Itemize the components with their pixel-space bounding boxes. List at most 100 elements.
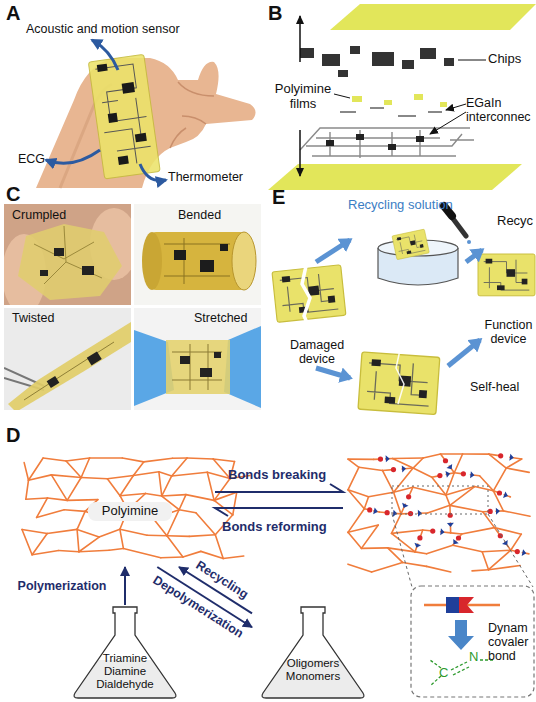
stretched-film [166, 340, 230, 394]
photo-stretched [134, 308, 261, 410]
film-pieces [352, 94, 447, 107]
bond-end-blue [393, 510, 397, 517]
network-strand [186, 495, 214, 501]
network-strand [361, 547, 387, 549]
network-strand [463, 453, 489, 455]
network-strand [369, 492, 394, 497]
flask-glass [262, 607, 364, 698]
network-strand [79, 537, 99, 552]
film-piece [352, 96, 362, 102]
network-strand [172, 472, 208, 476]
drop [467, 240, 471, 244]
device-film [88, 54, 160, 179]
network-strand [423, 454, 440, 458]
network-strand [475, 487, 494, 491]
deformation-photos [2, 204, 261, 412]
pad [416, 136, 424, 142]
network-strand [146, 493, 162, 496]
callout-arrow [92, 40, 118, 70]
interconnect-piece [340, 108, 442, 116]
chip [338, 70, 348, 77]
flask-outline [252, 605, 374, 700]
network-strand [213, 459, 234, 462]
network-strand [122, 458, 143, 462]
network-strand [107, 476, 133, 479]
chip [420, 48, 436, 59]
bond-end-blue [447, 523, 454, 527]
figure-label: Crumpled [12, 208, 66, 222]
network-strand [215, 535, 223, 559]
bond-end-blue [402, 503, 408, 508]
bond-end-blue [453, 539, 458, 544]
chip [47, 376, 60, 388]
figure-label: Chips [488, 52, 521, 67]
bond-end-blue [373, 507, 378, 514]
bond-end-blue [414, 543, 421, 548]
figure-label: Recycling solution [348, 198, 453, 213]
bond-end-blue [503, 491, 508, 498]
network-strand [348, 490, 364, 509]
bond-arrows [215, 484, 343, 516]
chip [87, 351, 102, 365]
network-strand [26, 480, 29, 499]
network-strand [147, 534, 167, 536]
network-strand [67, 477, 81, 500]
chip-layer [300, 46, 454, 77]
network-strand [348, 532, 361, 548]
network-strand [450, 487, 475, 506]
network-strand [394, 487, 413, 492]
device-chip [97, 64, 108, 72]
roll-end [232, 232, 256, 290]
network-strand [388, 548, 403, 563]
network-strand [66, 458, 90, 461]
bond-end-blue [386, 455, 390, 462]
network-strand [489, 454, 506, 468]
circuit-layer [300, 128, 474, 158]
panel-letter: A [6, 2, 20, 25]
network-strand [427, 545, 453, 554]
bond-end-red [443, 458, 448, 463]
bond-end-blue [446, 471, 451, 478]
network-strand [81, 477, 107, 478]
network-strand [428, 505, 450, 513]
network-region: Polyimine [18, 455, 253, 567]
network-strand [348, 458, 374, 460]
network-strand [81, 458, 89, 477]
network-strand [415, 552, 427, 554]
network-strand [453, 545, 482, 552]
flow-arrow [316, 240, 350, 262]
network-strand [144, 458, 173, 462]
bond-end-red [437, 473, 442, 478]
network-strand [394, 492, 401, 514]
network-strand [359, 467, 383, 470]
pad [388, 144, 396, 150]
bond-end-blue [447, 464, 453, 469]
explode-arrow [299, 16, 301, 62]
pad [356, 134, 364, 140]
crumpled-film [18, 224, 122, 300]
bond-end-blue [402, 465, 406, 472]
network-strand [64, 510, 85, 512]
hand-photo [36, 40, 256, 188]
network-strand [482, 552, 488, 570]
crease [34, 226, 102, 284]
network-strand [51, 475, 81, 478]
panel-letter: D [6, 424, 20, 447]
film-piece [440, 102, 447, 107]
flask-node: Triamine Diamine Dialdehyde [64, 605, 186, 700]
chip [350, 46, 360, 54]
flask-node: Oligomers Monomers [252, 605, 374, 700]
arrow-label: Recycling [194, 559, 251, 601]
chip [200, 368, 212, 377]
device-in-solution [392, 229, 429, 260]
network-strand [47, 529, 77, 533]
network-strand [173, 457, 188, 459]
network-strand [489, 566, 521, 570]
crack [396, 350, 404, 404]
healed-device [358, 352, 440, 415]
chip [372, 52, 394, 66]
bond-end-red [456, 535, 461, 540]
network-strand [403, 562, 427, 566]
bond-end-red [385, 510, 390, 515]
bond-end-red [417, 535, 422, 540]
